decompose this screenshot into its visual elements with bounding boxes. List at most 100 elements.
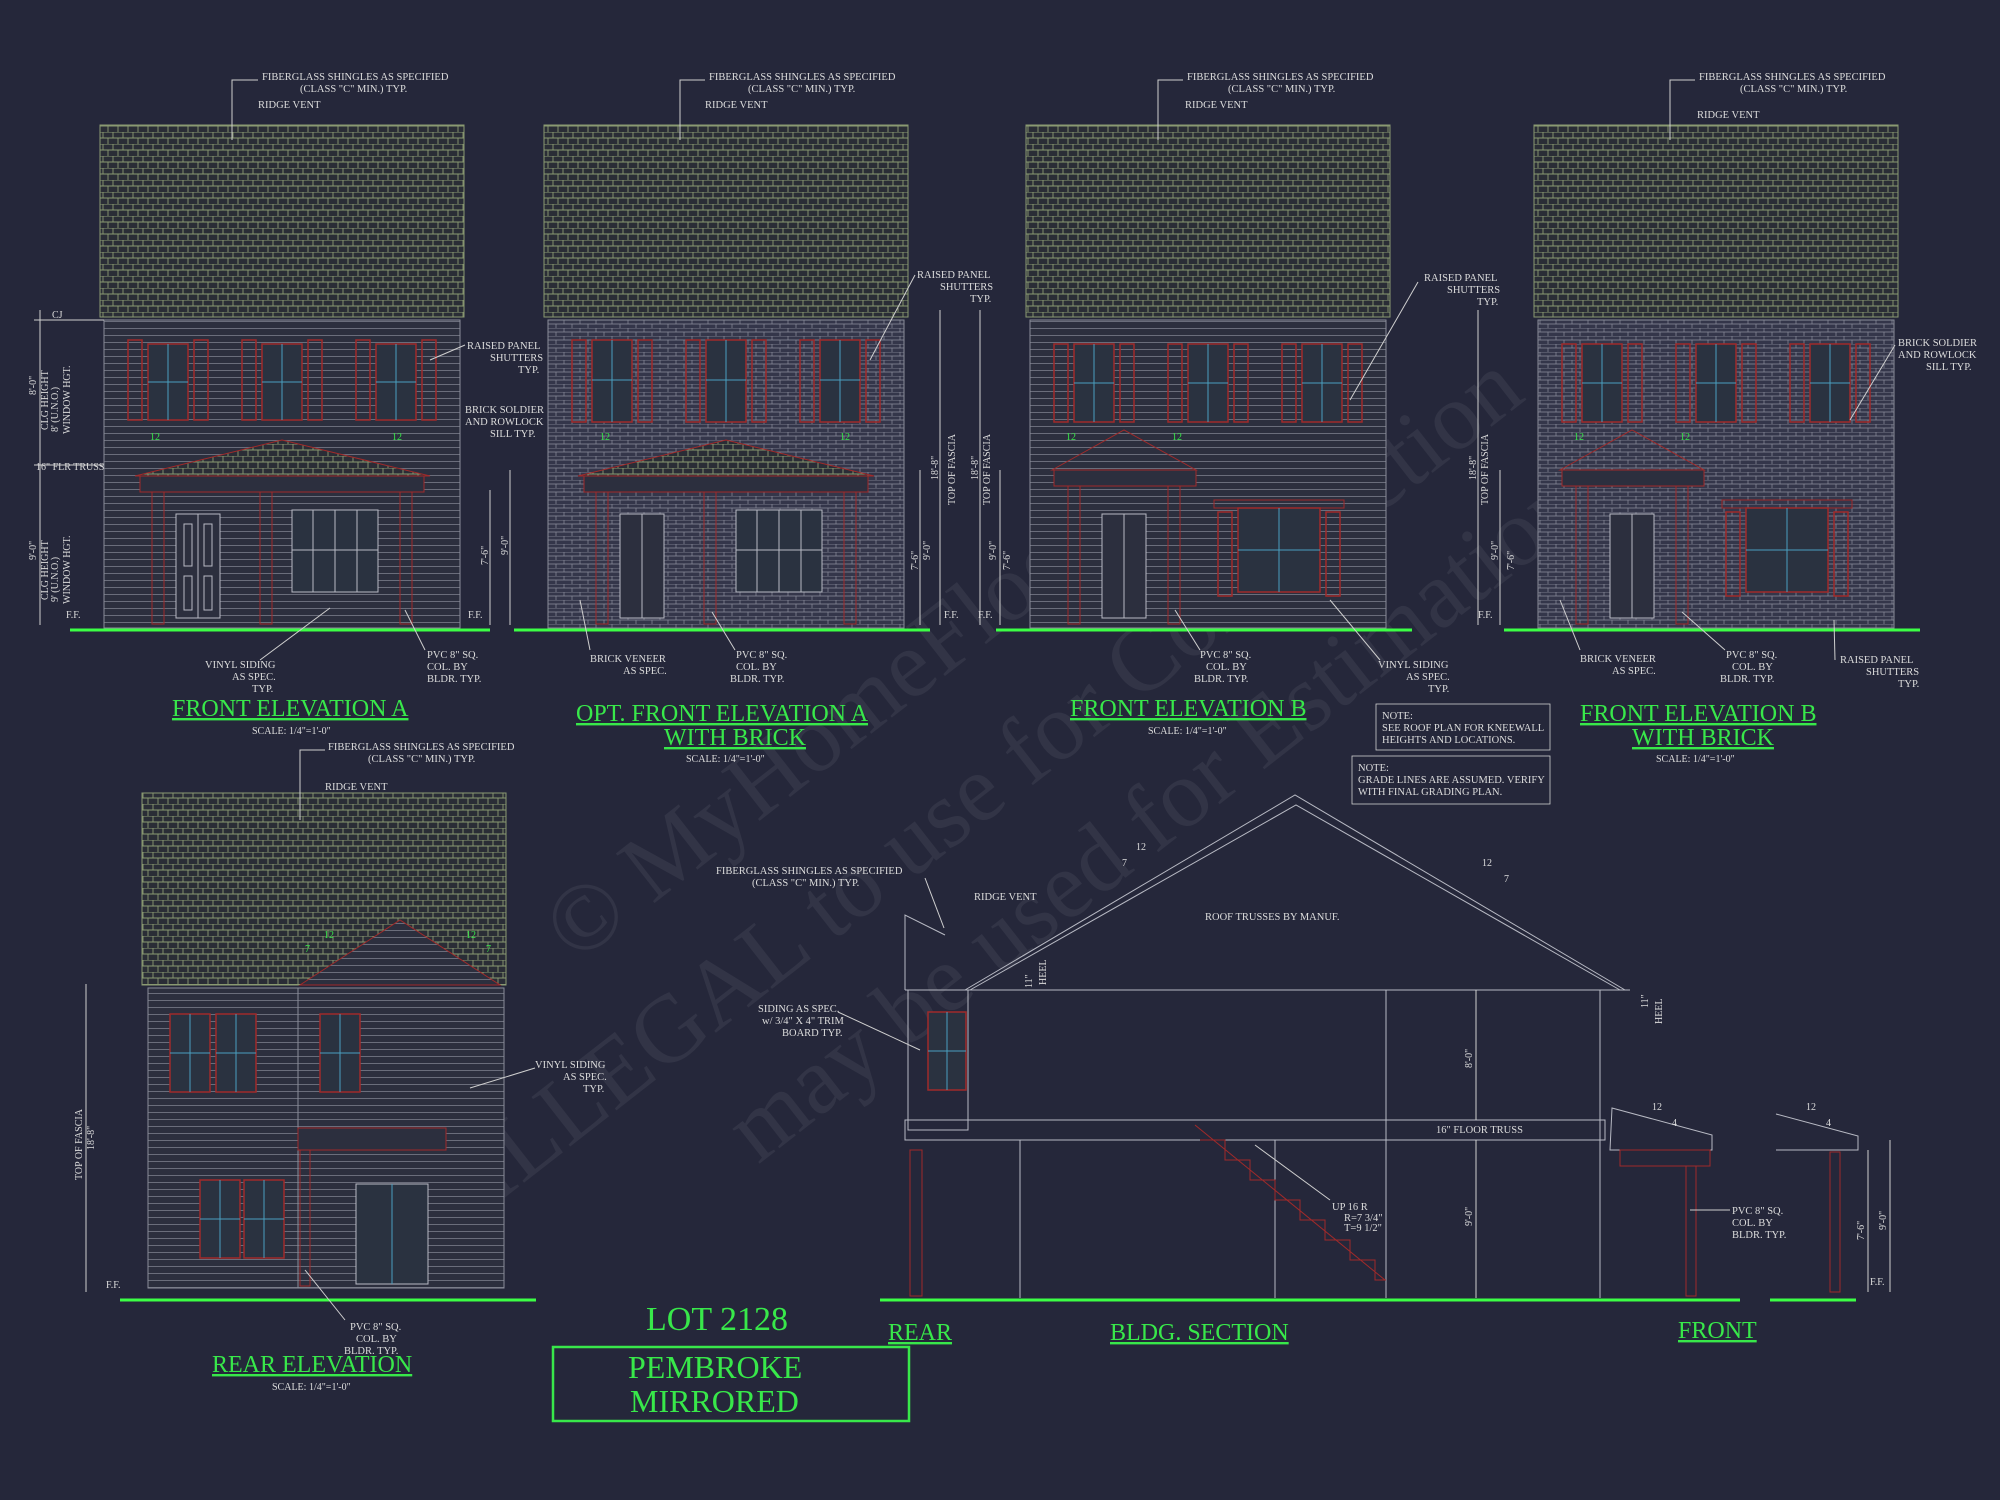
svg-text:11": 11" <box>1640 994 1651 1008</box>
upper-windows <box>1053 343 1363 423</box>
roof <box>1533 124 1899 318</box>
svg-text:7'-6": 7'-6" <box>1856 1221 1867 1240</box>
svg-text:SHUTTERS: SHUTTERS <box>1447 285 1500 296</box>
svg-text:SCALE: 1/4"=1'-0": SCALE: 1/4"=1'-0" <box>252 726 331 737</box>
svg-text:BRICK SOLDIER: BRICK SOLDIER <box>465 405 544 416</box>
svg-text:7: 7 <box>486 944 491 955</box>
porch-column <box>151 491 165 625</box>
porch-column <box>399 491 413 625</box>
svg-text:7'-6": 7'-6" <box>910 551 921 570</box>
svg-text:9'-0": 9'-0" <box>922 541 933 560</box>
svg-text:F.F.: F.F. <box>1870 1277 1885 1288</box>
porch-column <box>1067 485 1081 625</box>
section-title: BLDG. SECTION <box>1110 1320 1289 1346</box>
svg-text:WINDOW HGT.: WINDOW HGT. <box>62 535 73 604</box>
svg-text:F.F.: F.F. <box>978 610 993 621</box>
porch-column <box>1167 485 1181 625</box>
svg-text:FIBERGLASS SHINGLES AS SPECIFI: FIBERGLASS SHINGLES AS SPECIFIED <box>709 72 896 83</box>
svg-text:TYP.: TYP. <box>518 365 539 376</box>
svg-text:BLDR. TYP.: BLDR. TYP. <box>1194 674 1248 685</box>
svg-text:(CLASS "C" MIN.) TYP.: (CLASS "C" MIN.) TYP. <box>1228 84 1335 95</box>
svg-text:F.F.: F.F. <box>468 610 483 621</box>
roof <box>1025 124 1391 318</box>
svg-text:VINYL SIDING: VINYL SIDING <box>1378 660 1449 671</box>
svg-text:GRADE LINES ARE ASSUMED. VERIF: GRADE LINES ARE ASSUMED. VERIFY <box>1358 775 1545 786</box>
porch-beam <box>1561 469 1705 487</box>
svg-text:RAISED PANEL: RAISED PANEL <box>917 270 990 281</box>
porch-column <box>703 491 717 625</box>
svg-text:12: 12 <box>600 432 610 443</box>
svg-text:ROOF TRUSSES BY MANUF.: ROOF TRUSSES BY MANUF. <box>1205 912 1340 923</box>
svg-text:SHUTTERS: SHUTTERS <box>490 353 543 364</box>
svg-text:FIBERGLASS SHINGLES AS SPECIFI: FIBERGLASS SHINGLES AS SPECIFIED <box>1699 72 1886 83</box>
svg-text:7: 7 <box>305 944 310 955</box>
svg-text:AS SPEC.: AS SPEC. <box>623 666 667 677</box>
shutter <box>1217 511 1233 597</box>
svg-text:SILL TYP.: SILL TYP. <box>1926 362 1972 373</box>
svg-text:BLDR. TYP.: BLDR. TYP. <box>730 674 784 685</box>
svg-text:TOP OF FASCIA: TOP OF FASCIA <box>74 1108 85 1180</box>
opt-front-elevation-a-brick: 12 12 7'-6" 9'-0" 18'-8" TOP OF FASCIA F… <box>514 72 993 765</box>
svg-text:SEE ROOF PLAN FOR KNEEWALL: SEE ROOF PLAN FOR KNEEWALL <box>1382 723 1544 734</box>
front-elevation-b-brick: 12 12 18'-8" TOP OF FASCIA 9'-0" 7'-6" F… <box>1468 72 1977 765</box>
svg-text:COL. BY: COL. BY <box>1732 1218 1773 1229</box>
svg-text:HEIGHTS AND LOCATIONS.: HEIGHTS AND LOCATIONS. <box>1382 735 1515 746</box>
svg-text:12: 12 <box>324 930 334 941</box>
svg-text:SHUTTERS: SHUTTERS <box>940 282 993 293</box>
patio-beam <box>297 1127 447 1151</box>
svg-text:12: 12 <box>1172 432 1182 443</box>
svg-text:COL. BY: COL. BY <box>356 1334 397 1345</box>
svg-text:F.F.: F.F. <box>1478 610 1493 621</box>
porch-column <box>909 1149 923 1297</box>
rear-elevation: 12 7 12 7 TOP OF FASCIA 18'-8" F.F. FIBE… <box>74 742 607 1393</box>
svg-text:PVC 8" SQ.: PVC 8" SQ. <box>1200 650 1251 661</box>
svg-text:8' (U.N.O.): 8' (U.N.O.) <box>50 387 61 432</box>
svg-text:CLG HEIGHT: CLG HEIGHT <box>40 370 51 430</box>
upper-windows <box>571 339 881 423</box>
svg-text:HEEL: HEEL <box>1038 959 1049 985</box>
svg-text:AS SPEC.: AS SPEC. <box>232 672 276 683</box>
svg-text:TYP.: TYP. <box>1898 679 1919 690</box>
svg-text:9'-0": 9'-0" <box>1878 1211 1889 1230</box>
svg-text:12: 12 <box>840 432 850 443</box>
porch-column <box>1675 485 1689 625</box>
roof <box>543 124 909 318</box>
slope-label: 12 <box>392 432 402 443</box>
svg-text:7'-6": 7'-6" <box>1002 551 1013 570</box>
svg-text:WINDOW HGT.: WINDOW HGT. <box>62 365 73 434</box>
svg-text:8'-0": 8'-0" <box>1464 1049 1475 1068</box>
svg-text:UP 16 R: UP 16 R <box>1332 1202 1368 1213</box>
svg-text:RIDGE VENT: RIDGE VENT <box>325 782 388 793</box>
svg-text:16" FLR TRUSS: 16" FLR TRUSS <box>36 462 104 473</box>
porch-column <box>595 491 609 625</box>
svg-text:TYP.: TYP. <box>252 684 273 695</box>
svg-text:18'-8": 18'-8" <box>1468 456 1479 480</box>
svg-text:7'-6": 7'-6" <box>480 546 491 565</box>
svg-text:9'-0": 9'-0" <box>1490 541 1501 560</box>
opt-front-elevation-a-subtitle: WITH BRICK <box>664 725 807 751</box>
svg-text:16" FLOOR TRUSS: 16" FLOOR TRUSS <box>1436 1125 1523 1136</box>
svg-text:BRICK VENEER: BRICK VENEER <box>590 654 666 665</box>
svg-text:PVC 8" SQ.: PVC 8" SQ. <box>1732 1206 1783 1217</box>
section-front-label: FRONT <box>1678 1318 1757 1344</box>
building-section: 8'-0" 9'-0" 7'-6" 9'-0" F.F. 11" HEEL 11… <box>716 794 1891 1346</box>
section-rear-label: REAR <box>888 1320 952 1346</box>
svg-text:w/ 3/4" X 4" TRIM: w/ 3/4" X 4" TRIM <box>762 1016 845 1027</box>
svg-text:TYP.: TYP. <box>1477 297 1498 308</box>
title-block: LOT 2128 PEMBROKE MIRRORED <box>551 1301 911 1423</box>
svg-text:18'-8": 18'-8" <box>970 456 981 480</box>
svg-text:TYP.: TYP. <box>583 1084 604 1095</box>
svg-text:18'-8": 18'-8" <box>930 456 941 480</box>
svg-text:8'-0": 8'-0" <box>28 376 39 395</box>
front-porch-roof <box>1609 1107 1713 1151</box>
porch-column <box>843 491 857 625</box>
svg-text:RIDGE VENT: RIDGE VENT <box>1697 110 1760 121</box>
svg-text:BOARD TYP.: BOARD TYP. <box>782 1028 843 1039</box>
svg-text:BRICK VENEER: BRICK VENEER <box>1580 654 1656 665</box>
svg-text:VINYL SIDING: VINYL SIDING <box>535 1060 606 1071</box>
svg-text:COL. BY: COL. BY <box>427 662 468 673</box>
plan-name-box <box>551 1345 911 1423</box>
plan-name: PEMBROKE <box>628 1349 802 1385</box>
svg-text:AND ROWLOCK: AND ROWLOCK <box>465 417 544 428</box>
